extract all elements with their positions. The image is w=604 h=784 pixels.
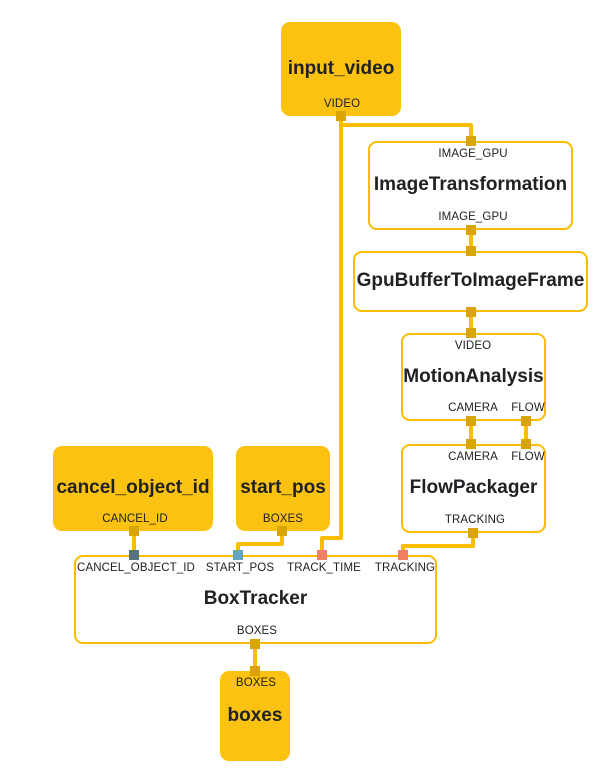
input-port-label-image_gpu: IMAGE_GPU bbox=[438, 148, 508, 160]
node-title: BoxTracker bbox=[203, 588, 308, 610]
output-port-label-tracking: TRACKING bbox=[444, 514, 506, 526]
graph-edge bbox=[339, 118, 473, 141]
input-port-label-camera: CAMERA bbox=[448, 451, 498, 463]
node-title: boxes bbox=[227, 704, 283, 726]
graph-node-boxes[interactable]: boxes BOXES bbox=[220, 671, 290, 761]
input-port-start_pos-box_tracker[interactable] bbox=[233, 550, 243, 560]
input-port-track_time-box_tracker[interactable] bbox=[317, 550, 327, 560]
output-port-label-image_gpu: IMAGE_GPU bbox=[438, 211, 508, 223]
output-port-label-boxes: BOXES bbox=[262, 513, 304, 525]
input-port-label-cancel_object_id: CANCEL_OBJECT_ID bbox=[77, 562, 195, 574]
output-port-label-video: VIDEO bbox=[323, 98, 361, 110]
input-port-flow-flow_packager[interactable] bbox=[521, 439, 531, 449]
output-port-cancel_id-cancel_object_id[interactable] bbox=[129, 526, 139, 536]
input-port-label-track_time: TRACK_TIME bbox=[287, 562, 361, 574]
graph-edge bbox=[236, 531, 284, 555]
input-port-image_gpu-image_transformation[interactable] bbox=[466, 136, 476, 146]
graph-edge bbox=[401, 533, 475, 555]
output-port-label-camera: CAMERA bbox=[448, 402, 498, 414]
input-port-label-start_pos: START_POS bbox=[205, 562, 275, 574]
input-port-camera-flow_packager[interactable] bbox=[466, 439, 476, 449]
input-port-label-tracking: TRACKING bbox=[374, 562, 436, 574]
node-title: ImageTransformation bbox=[373, 174, 568, 196]
input-port-label-flow: FLOW bbox=[511, 451, 545, 463]
output-port-out-gpu_buffer_to_image_frame[interactable] bbox=[466, 307, 476, 317]
node-title: MotionAnalysis bbox=[403, 365, 544, 387]
node-title: GpuBufferToImageFrame bbox=[356, 270, 585, 292]
graph-node-box_tracker[interactable]: BoxTracker CANCEL_OBJECT_ID START_POS TRACK… bbox=[74, 555, 437, 644]
output-port-tracking-flow_packager[interactable] bbox=[468, 528, 478, 538]
input-port-in-gpu_buffer_to_image_frame[interactable] bbox=[466, 246, 476, 256]
input-port-label-boxes: BOXES bbox=[235, 677, 277, 689]
input-port-boxes-boxes[interactable] bbox=[250, 666, 260, 676]
input-port-tracking-box_tracker[interactable] bbox=[398, 550, 408, 560]
node-title: FlowPackager bbox=[409, 477, 538, 499]
output-port-flow-motion_analysis[interactable] bbox=[521, 416, 531, 426]
input-port-cancel_object_id-box_tracker[interactable] bbox=[129, 550, 139, 560]
output-port-camera-motion_analysis[interactable] bbox=[466, 416, 476, 426]
graph-node-motion_analysis[interactable]: MotionAnalysis VIDEO CAMERA FLOW bbox=[401, 333, 546, 421]
node-title: cancel_object_id bbox=[56, 477, 210, 499]
output-port-label-boxes: BOXES bbox=[236, 625, 278, 637]
output-port-image_gpu-image_transformation[interactable] bbox=[466, 225, 476, 235]
output-port-video-input_video[interactable] bbox=[336, 111, 346, 121]
graph-node-gpu_buffer_to_image_frame[interactable]: GpuBufferToImageFrame bbox=[353, 251, 588, 312]
input-port-label-video: VIDEO bbox=[454, 340, 492, 352]
graph-node-flow_packager[interactable]: FlowPackager CAMERA FLOW TRACKING bbox=[401, 444, 546, 533]
output-port-boxes-box_tracker[interactable] bbox=[250, 639, 260, 649]
output-port-label-flow: FLOW bbox=[511, 402, 545, 414]
output-port-label-cancel_id: CANCEL_ID bbox=[102, 513, 168, 525]
output-port-boxes-start_pos[interactable] bbox=[277, 526, 287, 536]
input-port-video-motion_analysis[interactable] bbox=[466, 328, 476, 338]
node-title: start_pos bbox=[240, 477, 326, 499]
node-title: input_video bbox=[287, 57, 395, 79]
